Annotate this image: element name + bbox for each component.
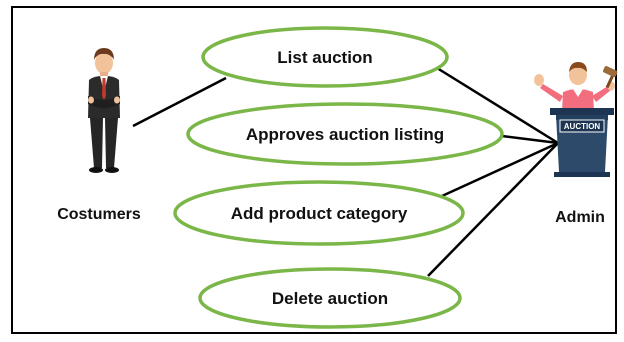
association-admin-delete	[427, 142, 559, 277]
use-case-label: Add product category	[231, 204, 408, 223]
use-case-ellipse	[198, 267, 462, 329]
association-admin-category	[441, 141, 559, 198]
use-case-ellipse	[201, 26, 449, 88]
use-case-category[interactable]: Add product category	[173, 180, 465, 246]
use-case-label: List auction	[277, 48, 372, 67]
use-case-label: Delete auction	[272, 289, 388, 308]
customer-actor-label: Costumers	[57, 206, 141, 223]
use-case-list[interactable]: List auction	[201, 26, 449, 88]
admin-actor-icon	[534, 62, 618, 177]
admin-podium-sign-label: AUCTION	[564, 122, 601, 131]
use-case-approve[interactable]: Approves auction listing	[186, 102, 504, 166]
associations	[132, 66, 559, 277]
use-case-ellipse	[186, 102, 504, 166]
use-case-ellipse	[173, 180, 465, 246]
use-case-label: Approves auction listing	[246, 125, 444, 144]
use-case-delete[interactable]: Delete auction	[198, 267, 462, 329]
admin-actor-label: Admin	[555, 209, 605, 226]
association-admin-approve	[501, 134, 559, 145]
association-customer-list	[132, 76, 227, 128]
association-admin-list	[436, 66, 559, 145]
customer-actor-icon	[88, 48, 120, 173]
